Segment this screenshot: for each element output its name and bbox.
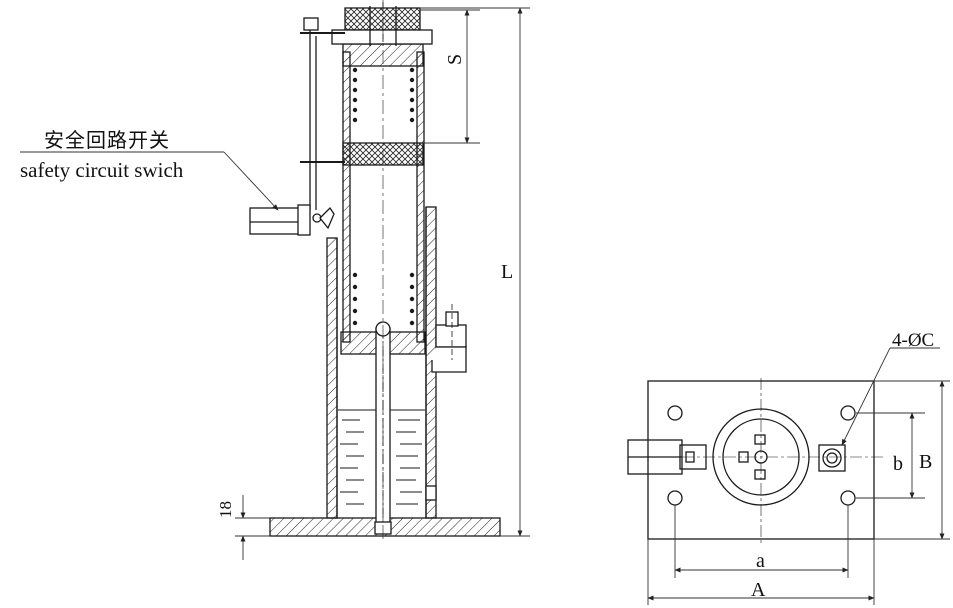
safety-switch-box xyxy=(249,207,303,235)
plunger-left-wall xyxy=(342,51,351,343)
length-A-label: A xyxy=(751,579,766,601)
plunger-right-wall xyxy=(416,51,425,343)
base-thickness-label: 18 xyxy=(216,501,235,518)
outer-cylinder-left-wall xyxy=(326,237,338,519)
side-dimensions xyxy=(20,7,530,560)
spring xyxy=(352,67,415,326)
side-view xyxy=(249,0,501,540)
top-view xyxy=(627,378,885,545)
oil-level xyxy=(338,409,425,505)
top-head xyxy=(344,7,421,31)
width-B-label: B xyxy=(919,451,933,473)
switch-label-en: safety circuit swich xyxy=(20,158,184,182)
side-bracket xyxy=(431,304,467,373)
hole-pitch-a-label: a xyxy=(756,550,765,572)
mount-holes-label: 4-ØC xyxy=(892,330,935,351)
switch-label-cn: 安全回路开关 xyxy=(44,128,170,152)
length-dimension-label: L xyxy=(501,261,514,283)
bracket-top xyxy=(818,444,846,472)
hole-pitch-b-label: b xyxy=(893,453,903,475)
stroke-dimension-label: S xyxy=(444,53,466,65)
oil-plug xyxy=(425,485,437,501)
top-dimensions xyxy=(647,347,950,605)
